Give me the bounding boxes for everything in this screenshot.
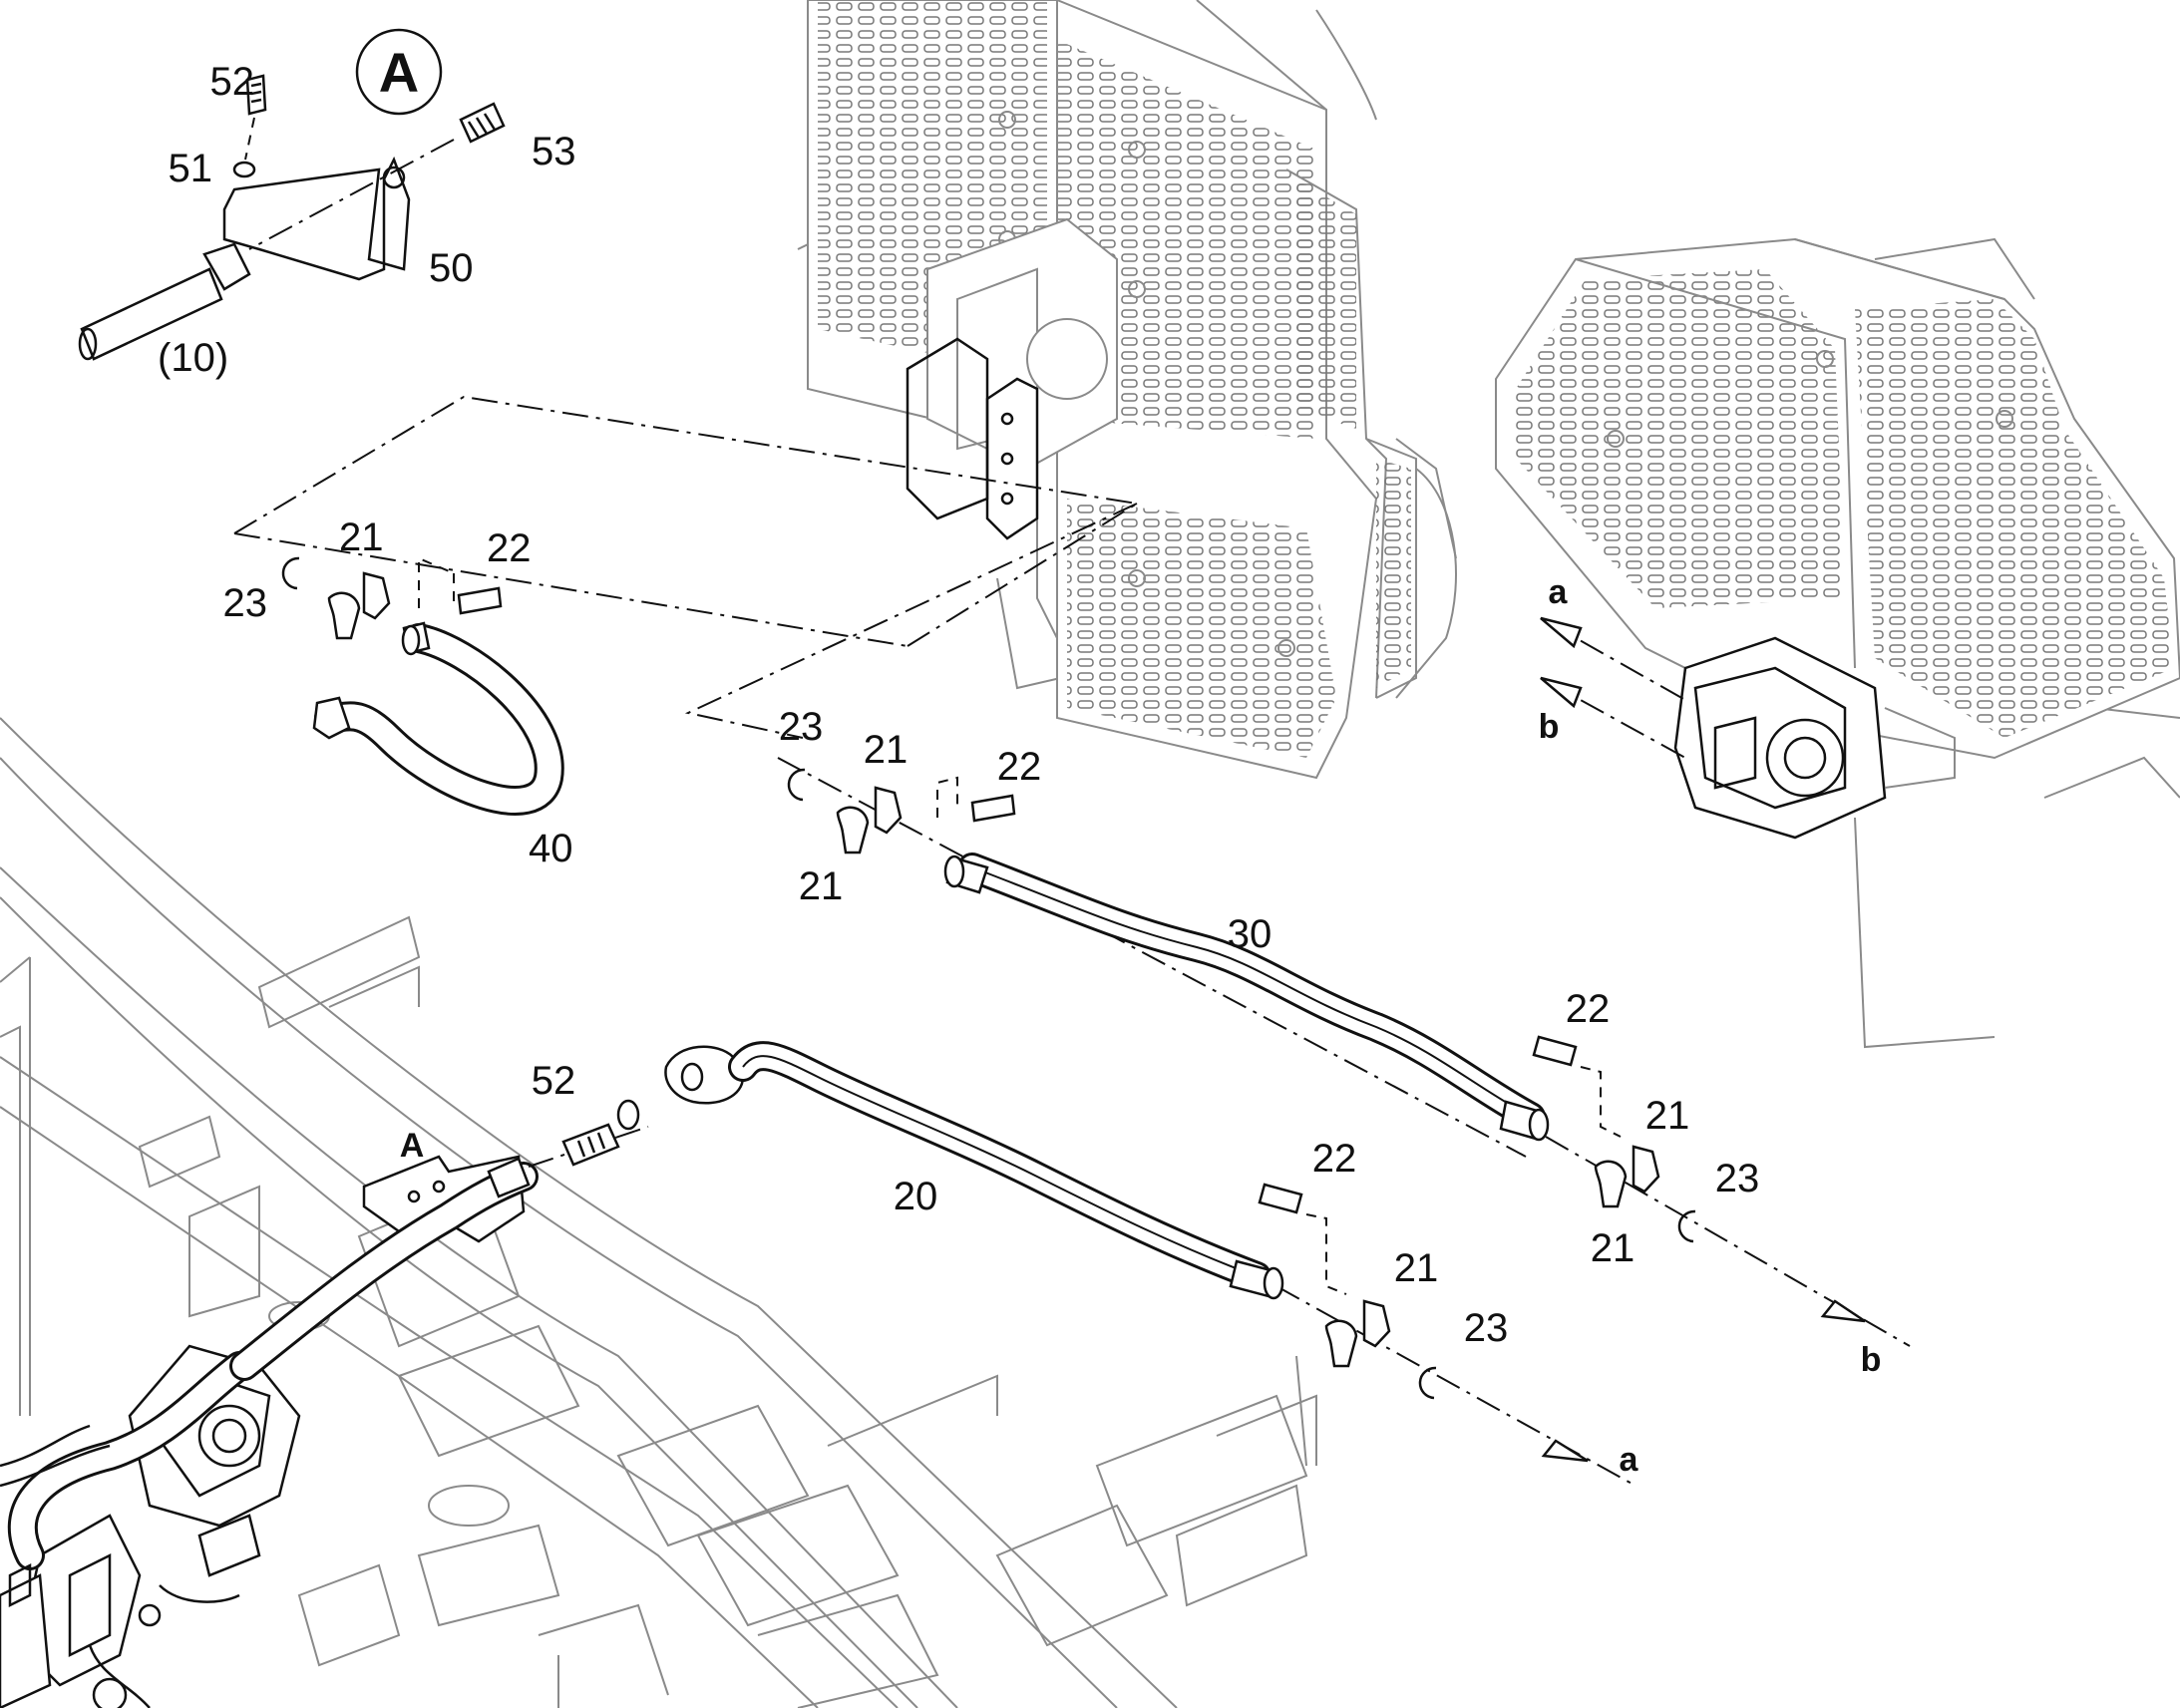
chassis-frame — [0, 717, 1317, 1708]
detail-a-bracket: A 52 51 53 50 (10) — [78, 28, 576, 380]
detail-a-callout-circle — [355, 28, 443, 116]
label-21: 21 — [1394, 1246, 1439, 1290]
split-flange-21b-icon — [1362, 1299, 1391, 1348]
label-a-bottom: a — [1620, 1441, 1639, 1479]
seal-ring-23-icon — [281, 556, 300, 590]
seal-ring-23-icon — [787, 768, 806, 802]
label-53: 53 — [532, 130, 576, 173]
hose-10-icon — [80, 267, 223, 361]
label-52: 52 — [210, 60, 255, 104]
seal-ring-23-icon — [1418, 1366, 1437, 1400]
hose-30-group: 23 21 22 21 30 — [777, 705, 1550, 1158]
split-flange-21b-icon — [874, 786, 903, 835]
label-10: (10) — [158, 336, 228, 380]
hose-20-group: 52 20 A — [229, 1041, 1636, 1487]
bolt-22-icon — [970, 794, 1016, 823]
label-22: 22 — [1566, 987, 1611, 1031]
label-22: 22 — [487, 526, 532, 570]
cooler-fan-assembly-detail — [1495, 237, 2180, 1049]
label-23: 23 — [1715, 1157, 1760, 1200]
arrow-head-a-icon — [1541, 1439, 1589, 1463]
detail-a-callout: A — [379, 41, 419, 104]
label-b-top: b — [1539, 708, 1560, 746]
split-flange-21b-icon — [1632, 1145, 1660, 1194]
split-flange-21-icon — [327, 591, 361, 640]
label-23: 23 — [1464, 1306, 1509, 1350]
label-40: 40 — [529, 827, 573, 870]
label-a-top: a — [1549, 573, 1569, 611]
seal-ring-23-icon — [1677, 1209, 1696, 1243]
label-51: 51 — [169, 147, 213, 190]
label-22: 22 — [997, 745, 1042, 789]
label-21: 21 — [1645, 1094, 1690, 1138]
bolt-22-icon — [457, 586, 503, 615]
arrow-head-b-icon — [1820, 1299, 1866, 1323]
label-23: 23 — [779, 705, 824, 749]
hose-20-end-group: 22 21 23 — [1258, 1137, 1589, 1463]
arrow-a-icon — [1540, 616, 1583, 649]
label-30: 30 — [1228, 912, 1272, 956]
arrow-b-icon — [1540, 676, 1583, 709]
split-flange-21-icon — [836, 806, 870, 854]
label-20: 20 — [894, 1175, 938, 1218]
bolt-22-icon — [1258, 1183, 1303, 1214]
label-50: 50 — [429, 246, 474, 290]
label-21: 21 — [339, 515, 384, 559]
label-21: 21 — [864, 728, 908, 772]
label-b-bottom: b — [1861, 1341, 1882, 1379]
cooler-fan-assembly-main — [797, 0, 1457, 780]
label-21: 21 — [799, 864, 844, 908]
label-21: 21 — [1591, 1226, 1635, 1270]
split-flange-21b-icon — [362, 571, 391, 620]
flow-arrows: a b b a — [1539, 573, 1882, 1479]
split-flange-21-icon — [1594, 1160, 1628, 1208]
washer-51-icon — [232, 161, 256, 178]
split-flange-21-icon — [1324, 1319, 1358, 1368]
fitting-53-icon — [459, 102, 506, 144]
bolt-22-icon — [1532, 1035, 1578, 1067]
hose-30-end-group: 22 21 23 21 — [1532, 987, 1911, 1347]
hose-40-group: 23 21 22 40 — [223, 395, 1138, 870]
label-a-bracket: A — [400, 1127, 425, 1165]
label-23: 23 — [223, 581, 268, 625]
label-52: 52 — [532, 1059, 576, 1103]
bracket-a-icon — [362, 1155, 526, 1243]
hydraulic-pump-assembly — [0, 1344, 301, 1708]
label-22: 22 — [1312, 1137, 1357, 1181]
